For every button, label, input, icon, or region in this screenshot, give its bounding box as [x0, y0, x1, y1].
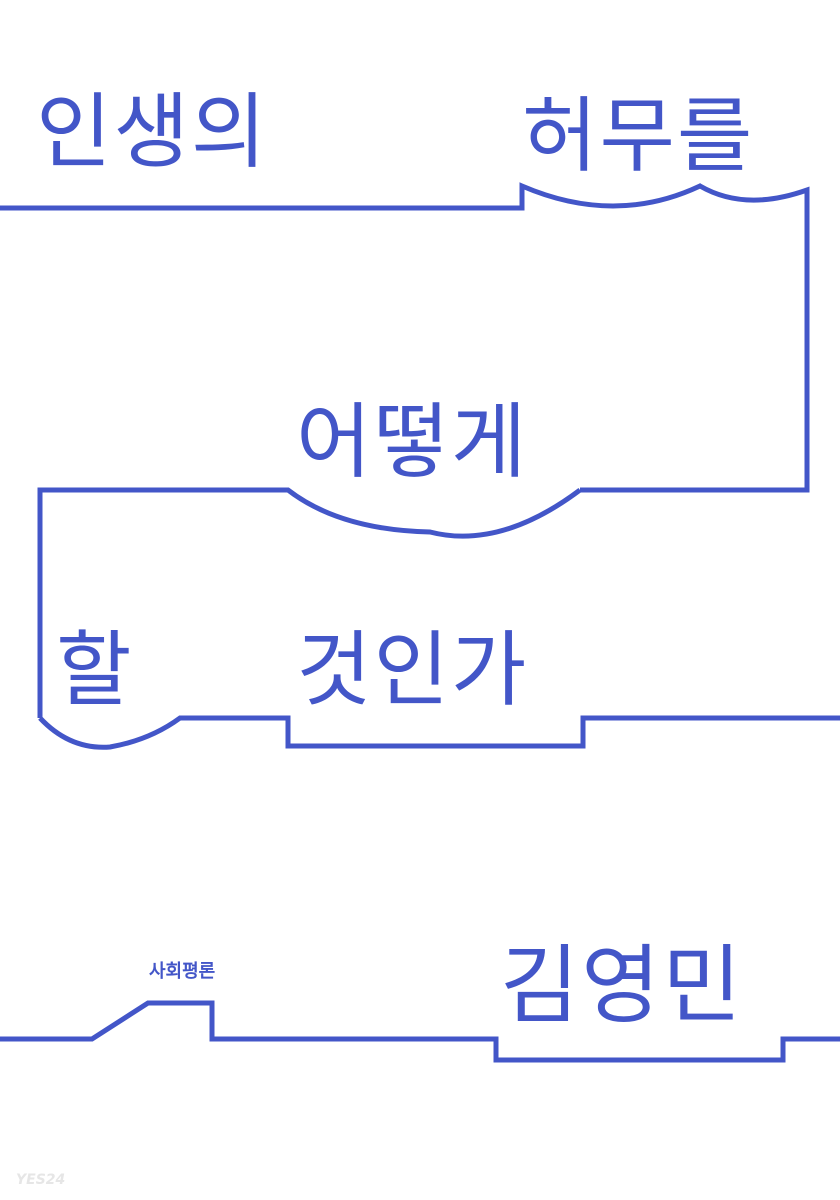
- title-word-4: 할: [56, 623, 134, 718]
- title-word-5: 것인가: [296, 623, 529, 718]
- title-word-1: 인생의: [36, 85, 269, 180]
- publisher-logo: 사회평론: [149, 961, 216, 982]
- author-name: 김영민: [500, 936, 744, 1036]
- title-word-3: 어떻게: [296, 395, 529, 490]
- watermark: YES24: [16, 1172, 66, 1188]
- title-word-2: 허무를: [522, 89, 755, 184]
